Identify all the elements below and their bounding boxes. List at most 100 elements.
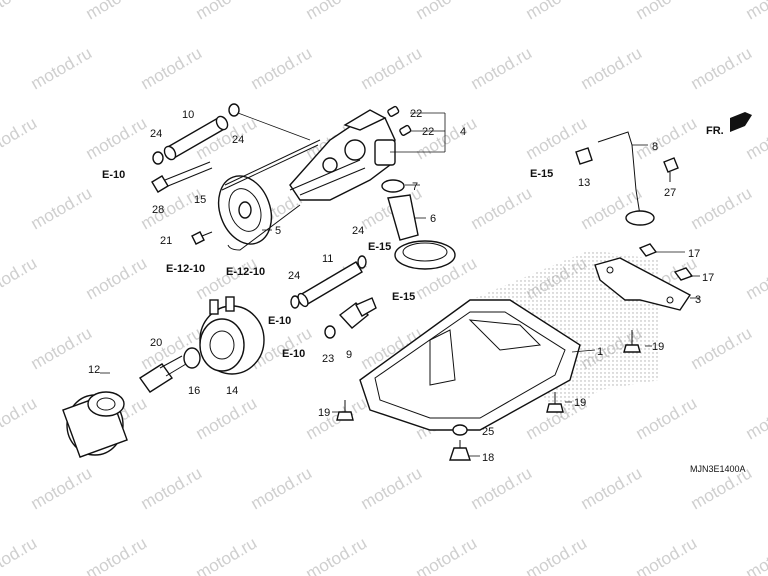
label-part-1: 1 — [597, 346, 603, 358]
bracket-3 — [594, 257, 692, 311]
ref-e15-b: E-15 — [392, 291, 415, 303]
pin-22b — [399, 124, 412, 136]
label-part-28: 28 — [152, 204, 164, 216]
watermark-text: motod.ru — [303, 393, 371, 443]
oring-24c — [290, 295, 300, 309]
watermark-text: motod.ru — [633, 113, 701, 163]
watermark-text: motod.ru — [193, 393, 261, 443]
watermark-text: motod.ru — [633, 0, 701, 23]
washer-24a — [152, 151, 164, 165]
watermark-text: motod.ru — [83, 253, 151, 303]
label-part-25: 25 — [482, 426, 494, 438]
watermark-text: motod.ru — [688, 43, 756, 93]
label-part-11: 11 — [322, 253, 333, 265]
direction-label: FR. — [706, 125, 724, 137]
watermark-text: motod.ru — [83, 113, 151, 163]
watermark-text: motod.ru — [28, 183, 96, 233]
label-part-6: 6 — [430, 213, 436, 225]
watermark-text: motod.ru — [248, 463, 316, 513]
watermark-text: motod.ru — [578, 183, 646, 233]
watermark-text: motod.ru — [83, 533, 151, 576]
label-part-8: 8 — [652, 141, 658, 153]
watermark-text: motod.ru — [193, 253, 261, 303]
watermark-text: motod.ru — [193, 533, 261, 576]
label-part-4: 4 — [460, 126, 466, 138]
watermark-text: motod.ru — [468, 183, 536, 233]
label-part-10: 10 — [182, 109, 194, 121]
watermark-text: motod.ru — [358, 43, 426, 93]
nut-13 — [575, 147, 593, 165]
ref-e15-a: E-15 — [368, 241, 391, 253]
watermark-text: motod.ru — [633, 533, 701, 576]
bolt-28 — [151, 161, 213, 193]
watermark-text: motod.ru — [688, 183, 756, 233]
label-part-19c: 19 — [574, 397, 586, 409]
watermark-text: motod.ru — [468, 43, 536, 93]
watermark-text: motod.ru — [523, 533, 591, 576]
watermark-text: motod.ru — [138, 463, 206, 513]
washer-24b — [228, 103, 240, 117]
drain-bolt-18 — [449, 440, 471, 461]
label-part-27: 27 — [664, 187, 676, 199]
fitting-9 — [338, 297, 377, 329]
label-part-21: 21 — [160, 235, 172, 247]
ref-e1210-b: E-12-10 — [226, 266, 265, 278]
watermark-text: motod.ru — [248, 43, 316, 93]
shaft-10 — [163, 115, 229, 161]
label-part-3: 3 — [695, 294, 701, 306]
bolt-27 — [663, 157, 679, 182]
watermark-text: motod.ru — [138, 183, 206, 233]
watermark-text: motod.ru — [193, 0, 261, 23]
watermark-text: motod.ru — [578, 43, 646, 93]
watermark-text: motod.ru — [743, 253, 768, 303]
label-part-24a: 24 — [150, 128, 162, 140]
watermark-text: motod.ru — [303, 533, 371, 576]
watermark-text: motod.ru — [28, 463, 96, 513]
watermark-text: motod.ru — [0, 533, 40, 576]
diagram-code: MJN3E1400A — [690, 464, 746, 474]
ref-e10-a: E-10 — [102, 169, 125, 181]
label-part-17b: 17 — [702, 272, 714, 284]
label-part-23: 23 — [322, 353, 334, 365]
watermark-text: motod.ru — [0, 0, 40, 23]
pipe-11 — [297, 261, 363, 308]
oring-24d — [357, 255, 367, 269]
watermark-text: motod.ru — [578, 463, 646, 513]
tube-8 — [597, 131, 655, 226]
nut-17a — [638, 243, 658, 257]
watermark-text: motod.ru — [743, 533, 768, 576]
washer-25 — [452, 424, 468, 436]
label-part-5: 5 — [275, 225, 281, 237]
label-part-7: 7 — [412, 181, 418, 193]
watermark-text: motod.ru — [0, 113, 40, 163]
watermark-text: motod.ru — [358, 463, 426, 513]
watermark-text: motod.ru — [0, 253, 40, 303]
label-part-15: 15 — [194, 194, 206, 206]
oil-filter-12 — [62, 391, 128, 458]
pin-22a — [387, 105, 400, 117]
label-part-18: 18 — [482, 452, 494, 464]
sprocket-15 — [217, 175, 273, 245]
label-part-19a: 19 — [652, 341, 664, 353]
label-part-9: 9 — [346, 349, 352, 361]
watermark-text: motod.ru — [303, 0, 371, 23]
label-part-17a: 17 — [688, 248, 700, 260]
watermark-text: motod.ru — [0, 393, 40, 443]
watermark-text: motod.ru — [138, 43, 206, 93]
bolt-21 — [191, 231, 213, 245]
bolt-19a — [623, 330, 641, 353]
bolt-19b — [336, 400, 354, 421]
washer-23 — [324, 325, 336, 339]
oil-cooler-14 — [199, 296, 265, 375]
watermark-text: motod.ru — [633, 393, 701, 443]
label-part-16: 16 — [188, 385, 200, 397]
watermark-text: motod.ru — [468, 463, 536, 513]
watermark-text: motod.ru — [413, 0, 481, 23]
label-part-13: 13 — [578, 177, 590, 189]
oil-pan-1 — [359, 299, 581, 431]
chain-5 — [221, 139, 321, 251]
oring-16 — [183, 347, 201, 369]
front-direction-arrow — [730, 112, 752, 132]
